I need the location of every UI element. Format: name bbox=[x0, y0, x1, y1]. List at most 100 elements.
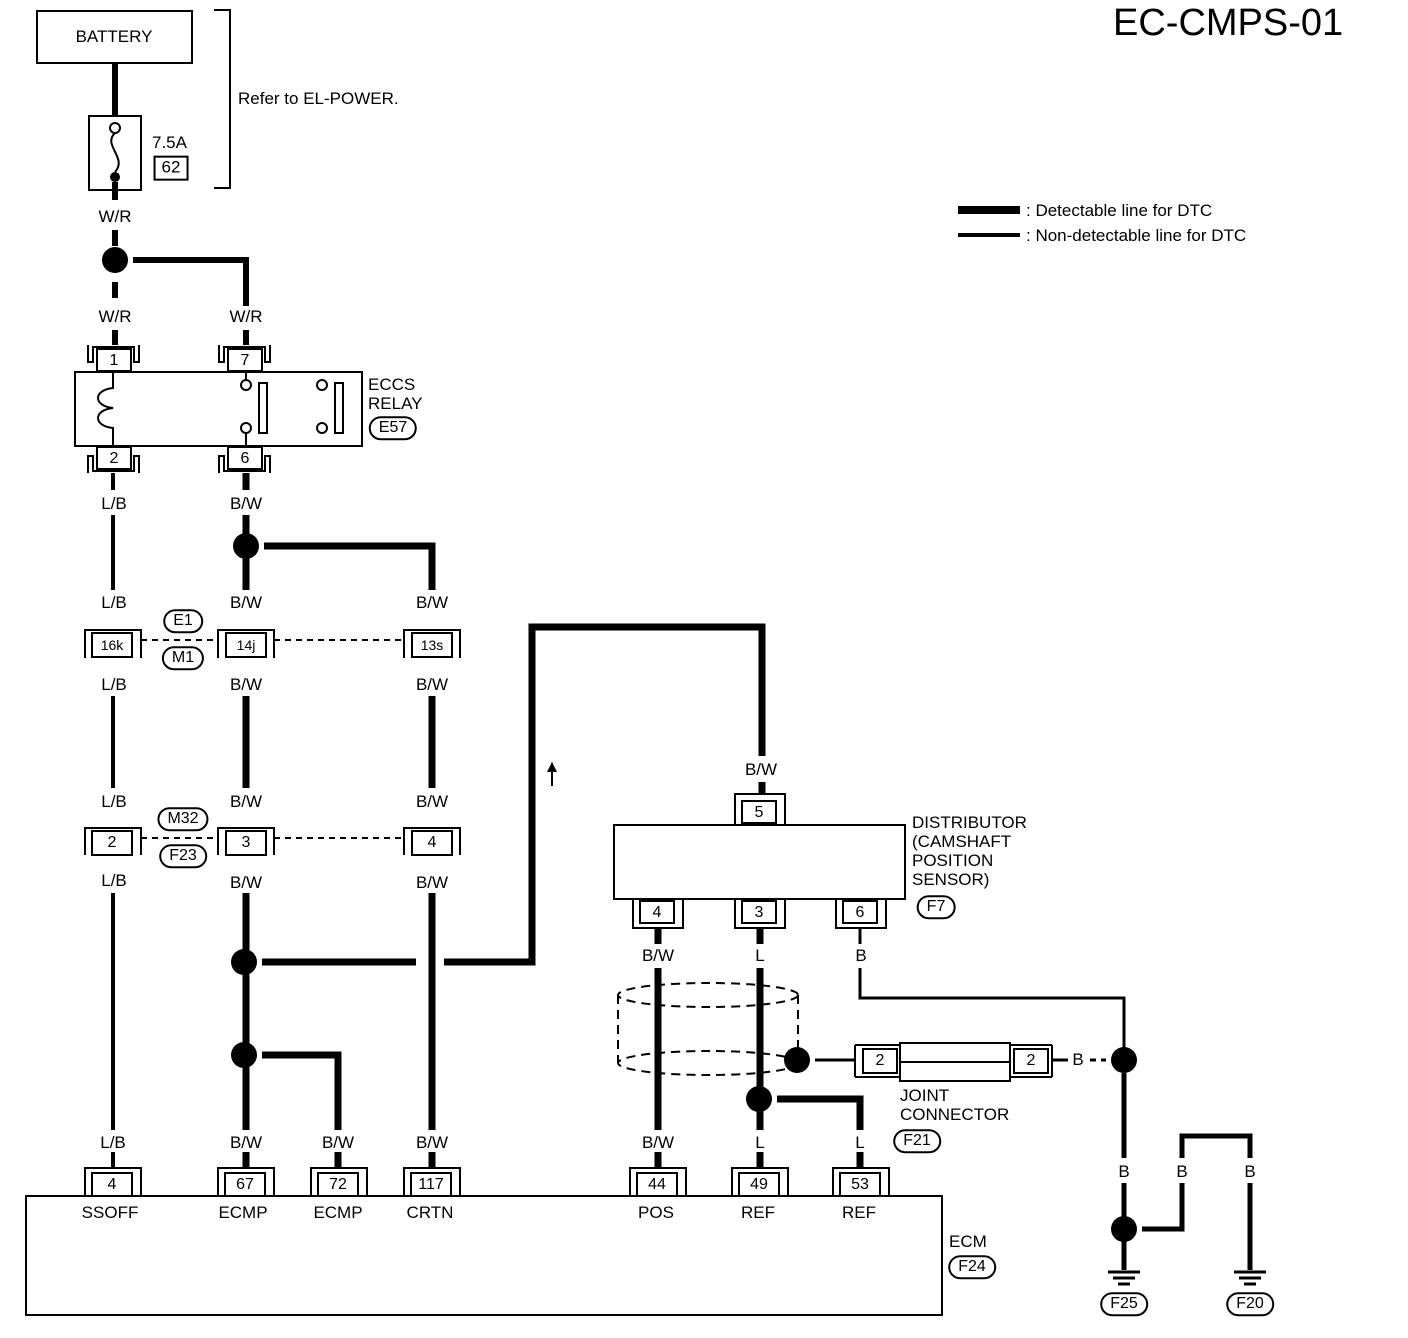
ecm-pin: 44 bbox=[648, 1176, 666, 1193]
distributor-pin: 3 bbox=[754, 904, 764, 921]
connector-m1: M1 bbox=[161, 646, 205, 670]
wire-color-label: B/W bbox=[229, 494, 263, 513]
shield-top bbox=[617, 982, 799, 1008]
ground-connector: F25 bbox=[1100, 1292, 1148, 1316]
wire-color-label: B bbox=[1118, 1162, 1130, 1181]
wire-color-label: L/B bbox=[101, 871, 127, 890]
ecm-terminal-label: ECMP bbox=[313, 1203, 363, 1222]
fuse-rating: 7.5A bbox=[152, 133, 187, 152]
splice-bw-1 bbox=[233, 533, 259, 559]
legend-detectable: : Detectable line for DTC bbox=[1026, 201, 1213, 220]
wire-color-label: B/W bbox=[229, 873, 263, 892]
ecm-terminal-label: POS bbox=[638, 1203, 674, 1222]
ecm-terminal-label: ECMP bbox=[218, 1203, 268, 1222]
connector-m32: M32 bbox=[157, 807, 209, 831]
joint-pin: 2 bbox=[1026, 1052, 1036, 1069]
wire-color-label: W/R bbox=[229, 307, 263, 326]
distributor-name-1: DISTRIBUTOR bbox=[912, 813, 1027, 832]
distributor-box bbox=[613, 824, 906, 900]
distributor-pin: 4 bbox=[652, 904, 662, 921]
wire-color-label: B/W bbox=[641, 1133, 675, 1152]
relay-name-2: RELAY bbox=[368, 394, 423, 413]
legend-nondetectable: : Non-detectable line for DTC bbox=[1026, 226, 1247, 245]
joint-pin: 2 bbox=[875, 1052, 885, 1069]
connector-pin: 2 bbox=[107, 834, 117, 851]
relay-pin: 1 bbox=[109, 352, 119, 369]
distributor-pin: 6 bbox=[855, 904, 865, 921]
connector-pin: 3 bbox=[241, 834, 251, 851]
connector-pin: 4 bbox=[427, 834, 437, 851]
distributor-name-3: POSITION bbox=[912, 851, 994, 870]
battery-label: BATTERY bbox=[75, 27, 153, 46]
joint-name-2: CONNECTOR bbox=[900, 1105, 1010, 1124]
fuse-number: 62 bbox=[153, 155, 189, 181]
wire-color-label: B/W bbox=[415, 873, 449, 892]
ecm-pin: 117 bbox=[418, 1176, 444, 1193]
connector-pin: 13s bbox=[420, 637, 444, 653]
relay-coil bbox=[97, 372, 114, 446]
ecm-box bbox=[25, 1195, 943, 1316]
ecm-pin: 49 bbox=[750, 1176, 768, 1193]
wire-color-label: B/W bbox=[229, 675, 263, 694]
ecm-connector: F24 bbox=[948, 1255, 996, 1279]
wire-color-label: W/R bbox=[98, 207, 132, 226]
wire-color-label: L/B bbox=[101, 792, 127, 811]
ecm-name: ECM bbox=[949, 1232, 987, 1251]
ecm-pin: 67 bbox=[236, 1176, 254, 1193]
ecm-terminal-label: REF bbox=[842, 1203, 876, 1222]
ecm-terminal-label: REF bbox=[741, 1203, 775, 1222]
relay-name-1: ECCS bbox=[368, 375, 416, 394]
splice-shield bbox=[784, 1047, 810, 1073]
splice-bw-3 bbox=[231, 1042, 257, 1068]
wire-color-label: L/B bbox=[101, 494, 127, 513]
wire-color-label: B bbox=[1244, 1162, 1256, 1181]
power-bracket bbox=[214, 9, 231, 189]
splice-bw-2 bbox=[231, 949, 257, 975]
splice-wr bbox=[102, 247, 128, 273]
wire-color-label: B/W bbox=[415, 792, 449, 811]
wire-color-label: B/W bbox=[229, 1133, 263, 1152]
shield-bottom bbox=[617, 1050, 799, 1076]
ecm-pin: 72 bbox=[329, 1176, 347, 1193]
splice-b-1 bbox=[1111, 1047, 1137, 1073]
ground-connector: F20 bbox=[1226, 1292, 1274, 1316]
distributor-name-2: (CAMSHAFT bbox=[912, 832, 1012, 851]
distributor-pin: 5 bbox=[754, 804, 764, 821]
wire-color-label: B bbox=[1176, 1162, 1188, 1181]
ecm-terminal-label: CRTN bbox=[406, 1203, 454, 1222]
ecm-pin: 4 bbox=[107, 1176, 117, 1193]
fuse-element bbox=[110, 132, 120, 173]
wire-color-label: B bbox=[1072, 1050, 1084, 1069]
splice-l bbox=[746, 1086, 772, 1112]
wire-color-label: B/W bbox=[229, 792, 263, 811]
wire-color-label: L bbox=[755, 946, 765, 965]
relay-pin: 7 bbox=[240, 352, 250, 369]
wire-color-label: B/W bbox=[415, 1133, 449, 1152]
page-title: EC-CMPS-01 bbox=[1113, 2, 1344, 44]
ecm-terminal-label: SSOFF bbox=[81, 1203, 139, 1222]
ecm-pin: 53 bbox=[851, 1176, 869, 1193]
wire-color-label: B bbox=[855, 946, 867, 965]
relay-connector: E57 bbox=[368, 416, 418, 440]
connector-e1: E1 bbox=[163, 609, 203, 633]
relay-pin: 2 bbox=[109, 450, 119, 467]
connector-pin: 14j bbox=[236, 637, 256, 653]
wire-color-label: B/W bbox=[744, 760, 778, 779]
splice-b-2 bbox=[1111, 1216, 1137, 1242]
wire-color-label: B/W bbox=[641, 946, 675, 965]
joint-connector: F21 bbox=[893, 1129, 941, 1153]
wire-color-label: L/B bbox=[101, 593, 127, 612]
wire-color-label: L bbox=[755, 1133, 765, 1152]
connector-pin: 16k bbox=[100, 637, 124, 653]
distributor-connector: F7 bbox=[916, 895, 956, 919]
wire-color-label: B/W bbox=[415, 675, 449, 694]
power-reference: Refer to EL-POWER. bbox=[238, 89, 399, 108]
wire-color-label: L/B bbox=[100, 1133, 126, 1152]
ground-symbols bbox=[1108, 1270, 1266, 1286]
relay-pin: 6 bbox=[240, 450, 250, 467]
relay-box bbox=[74, 371, 363, 447]
wire-color-label: L bbox=[855, 1133, 865, 1152]
joint-name-1: JOINT bbox=[900, 1086, 950, 1105]
